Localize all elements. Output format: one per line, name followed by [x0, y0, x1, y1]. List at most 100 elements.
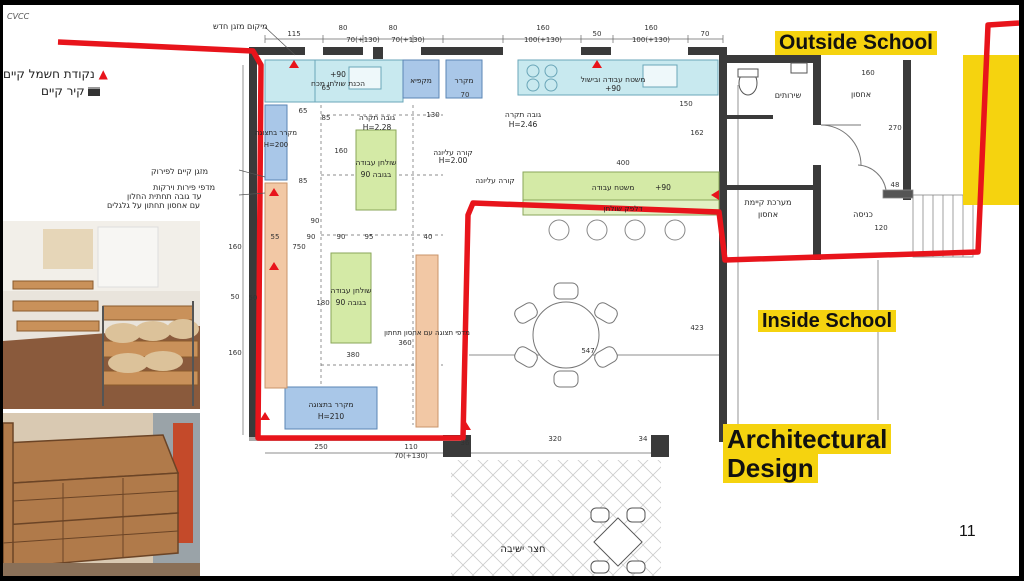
dim: 160 — [536, 24, 549, 32]
dim: 130 — [426, 111, 439, 119]
label-architectural: Architectural — [723, 424, 892, 454]
photo-wooden-shelves — [3, 221, 200, 409]
label-table-1-l2: בגובה 90 — [361, 170, 392, 179]
school-boundary-line — [57, 20, 1019, 441]
note-shelves-1: מדפי פירות וירקות — [153, 183, 215, 192]
dim: 100(+130) — [632, 36, 670, 44]
room-toilets: שירותים — [775, 91, 802, 100]
dim: 160 — [334, 147, 347, 155]
courtyard-table — [590, 507, 646, 574]
label-cooking-station-h: +90 — [605, 84, 621, 93]
dim: 80 — [389, 24, 398, 32]
dim: 120 — [874, 224, 887, 232]
label-display-fridge-1: מקרר בתצוגה — [255, 129, 297, 137]
dim: 95 — [365, 233, 374, 241]
dim: 160 — [644, 24, 657, 32]
dim: 70(+130) — [346, 36, 380, 44]
room-entrance: כניסה — [853, 210, 873, 219]
stairs — [882, 189, 974, 258]
toilet-fixture — [737, 62, 808, 96]
plan-notes: מיקום מזגן חדש מזגן קיים לפירוק מדפי פיר… — [107, 22, 267, 210]
electric-point-icon — [461, 422, 471, 430]
display-shelves — [415, 254, 439, 428]
label-inside-school: Inside School — [758, 310, 897, 333]
furniture-labels: משטח עבודה ובישול +90 הכנת שולחן מכח +90… — [255, 70, 671, 421]
slide: CVCC נקודת חשמל קיים ▲ קיר קיים — [3, 5, 1019, 576]
label-display-fridge-1-h: H=200 — [264, 141, 289, 149]
room-courtyard: חצר ישיבה — [500, 544, 545, 555]
legend-existing-wall: קיר קיים — [41, 84, 101, 98]
page-number: 11 — [959, 523, 976, 540]
dim: 160 — [228, 243, 241, 251]
dim: 65 — [322, 84, 331, 92]
dim: 48 — [891, 181, 900, 189]
label-ceiling-3: קורה עליונה — [433, 148, 472, 157]
dim: 70(+130) — [391, 36, 425, 44]
logo: CVCC — [7, 12, 30, 21]
electric-points — [260, 60, 719, 430]
label-freezer: מקפיא — [410, 76, 432, 85]
yellow-highlight-block — [963, 55, 1019, 205]
dim: 110 — [404, 443, 417, 451]
dim: 34 — [639, 435, 648, 443]
work-table-1 — [355, 129, 397, 211]
label-design: Design — [723, 453, 818, 484]
note-new-ac: מיקום מזגן חדש — [213, 22, 267, 31]
display-fridge-1 — [264, 104, 288, 181]
electric-point-icon — [711, 190, 719, 200]
dim: 70(+130) — [394, 452, 428, 460]
room-pantry-1: מערכת קיימת — [745, 198, 792, 207]
dim: 40 — [424, 233, 433, 241]
dim: 150 — [679, 100, 692, 108]
dim: 400 — [616, 159, 629, 167]
dim: 70 — [461, 91, 470, 99]
label-ceiling-1-h: H=2.28 — [363, 123, 392, 132]
dim: 423 — [690, 324, 703, 332]
dim: 160 — [861, 69, 874, 77]
label-cooking-station: משטח עבודה ובישול — [581, 75, 646, 84]
dim: 85 — [299, 177, 308, 185]
label-beam: קורה עליונה — [475, 176, 514, 185]
label-ceiling-1: גובה תקרה — [359, 113, 395, 122]
label-architectural-design: Architectural Design — [723, 424, 892, 484]
dim: 270 — [888, 124, 901, 132]
dim: 90 — [337, 233, 346, 241]
dim: 380 — [346, 351, 359, 359]
label-work-station-h: +90 — [655, 183, 671, 192]
dim: 320 — [548, 435, 561, 443]
label-table-1-l1: שולחן עבודה — [355, 158, 396, 167]
dim: 80 — [339, 24, 348, 32]
label-fridge: מקרר — [455, 76, 474, 85]
dim: 36 — [461, 439, 470, 447]
floor-plan: מיקום מזגן חדש מזגן קיים לפירוק מדפי פיר… — [57, 20, 1019, 576]
label-dish-shelf-h: +90 — [330, 70, 346, 79]
stove-burners — [526, 64, 558, 92]
dim: 180 — [316, 299, 329, 307]
dim: 55 — [271, 233, 280, 241]
dim: 70 — [701, 30, 710, 38]
freezer — [402, 59, 440, 99]
label-dish-shelf: הכנת שולחן מכח — [311, 79, 365, 88]
dim: 250 — [314, 443, 327, 451]
doors — [820, 124, 887, 191]
dim: 65 — [299, 107, 308, 115]
fridge — [445, 59, 483, 99]
room-pantry-2: אחסון — [758, 210, 778, 219]
dim: 162 — [690, 129, 703, 137]
work-station-counter — [522, 171, 720, 201]
dim: 85 — [322, 114, 331, 122]
electric-point-icon — [592, 60, 602, 68]
dim: 90 — [307, 233, 316, 241]
wall-swatch-icon — [88, 87, 101, 96]
label-tall-shelf: מדפי תצוגה עם אחסון תחתון — [384, 329, 470, 337]
electric-point-icon — [269, 188, 279, 196]
label-ceiling-3-h: H=2.00 — [439, 156, 468, 165]
note-shelves-3: עם אחסון תחתון על גלגלים — [107, 201, 200, 210]
label-bar: דלפק שולחן — [603, 204, 642, 213]
work-table-2 — [330, 252, 372, 344]
round-dining-table — [514, 282, 618, 388]
kitchen-counters — [264, 59, 719, 103]
electric-point-icon — [269, 262, 279, 270]
electric-point-icon — [260, 412, 270, 420]
label-work-station: משטח עבודה — [592, 183, 635, 192]
